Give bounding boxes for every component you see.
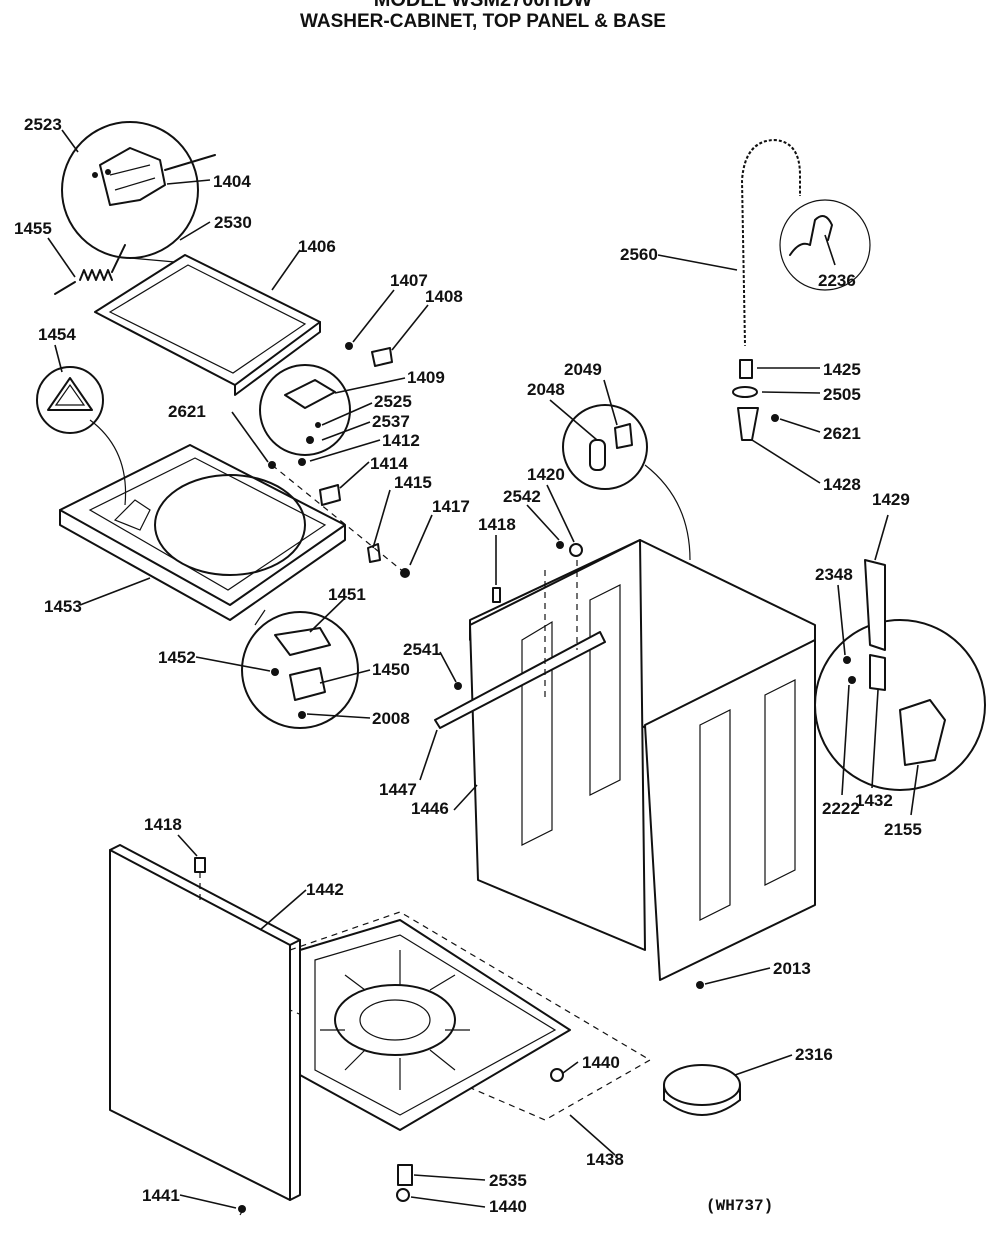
lid-switch-detail — [259, 364, 351, 466]
hose-fitting-1425 — [739, 359, 753, 379]
label-1432: 1432 — [855, 791, 893, 810]
label-2621a: 2621 — [168, 402, 206, 421]
label-2316: 2316 — [795, 1045, 833, 1064]
tub-ring — [663, 1064, 741, 1116]
label-1406: 1406 — [298, 237, 336, 256]
drain-connector-1428 — [737, 407, 759, 441]
label-1407: 1407 — [390, 271, 428, 290]
bracket-1408 — [371, 347, 393, 367]
cabinet-body — [434, 539, 816, 981]
screw-2621b — [771, 414, 779, 422]
label-1452: 1452 — [158, 648, 196, 667]
label-2155: 2155 — [884, 820, 922, 839]
label-2525: 2525 — [374, 392, 412, 411]
leader-lines — [47, 129, 919, 1209]
diagram-subtitle: WASHER-CABINET, TOP PANEL & BASE — [300, 11, 666, 32]
bracket-1414 — [319, 484, 341, 506]
part-labels: 2523 1404 2530 1455 1406 1407 1408 1454 … — [14, 115, 922, 1216]
label-1408: 1408 — [425, 287, 463, 306]
label-1442: 1442 — [306, 880, 344, 899]
label-1409: 1409 — [407, 368, 445, 387]
screw-2013 — [696, 981, 704, 989]
label-2049: 2049 — [564, 360, 602, 379]
screw-2541 — [454, 682, 462, 690]
screw-2542 — [556, 541, 564, 549]
label-1440a: 1440 — [582, 1053, 620, 1072]
label-2535: 2535 — [489, 1171, 527, 1190]
label-1417: 1417 — [432, 497, 470, 516]
label-1429: 1429 — [872, 490, 910, 509]
label-1454: 1454 — [38, 325, 76, 344]
switch-detail — [241, 609, 359, 729]
label-1455: 1455 — [14, 219, 52, 238]
label-1440b: 1440 — [489, 1197, 527, 1216]
label-1451: 1451 — [328, 585, 366, 604]
base-frame — [289, 911, 652, 1131]
diagram-title: MODEL WSM2700HDW — [374, 0, 593, 11]
screw-1441 — [238, 1205, 246, 1213]
washer-1440b — [396, 1188, 410, 1202]
top-panel — [59, 444, 346, 621]
label-1450: 1450 — [372, 660, 410, 679]
clamp-2505 — [732, 386, 758, 398]
reference-code: (WH737) — [706, 1197, 773, 1215]
label-1447: 1447 — [379, 780, 417, 799]
nut-1420 — [569, 543, 583, 557]
label-2048: 2048 — [527, 380, 565, 399]
label-2621b: 2621 — [823, 424, 861, 443]
washer-lid — [94, 254, 321, 396]
leveling-leg-2535 — [397, 1164, 413, 1186]
washer-1440a — [550, 1068, 564, 1082]
label-1428: 1428 — [823, 475, 861, 494]
label-1453: 1453 — [44, 597, 82, 616]
label-1415: 1415 — [394, 473, 432, 492]
label-1441: 1441 — [142, 1186, 180, 1205]
label-2541: 2541 — [403, 640, 441, 659]
label-2013: 2013 — [773, 959, 811, 978]
lid-stopper-detail — [36, 366, 127, 506]
label-2222: 2222 — [822, 799, 860, 818]
label-1425: 1425 — [823, 360, 861, 379]
label-2530: 2530 — [214, 213, 252, 232]
label-1418a: 1418 — [478, 515, 516, 534]
label-2505: 2505 — [823, 385, 861, 404]
label-2542: 2542 — [503, 487, 541, 506]
valve-detail — [562, 404, 691, 561]
plug-1418b — [194, 857, 206, 873]
screw-1407 — [345, 342, 353, 350]
label-1420: 1420 — [527, 465, 565, 484]
label-1404: 1404 — [213, 172, 251, 191]
label-1446: 1446 — [411, 799, 449, 818]
label-2348: 2348 — [815, 565, 853, 584]
clip-1415 — [367, 543, 381, 563]
lid-hinge-detail — [61, 121, 216, 263]
label-2560: 2560 — [620, 245, 658, 264]
label-2008: 2008 — [372, 709, 410, 728]
label-1418b: 1418 — [144, 815, 182, 834]
drain-hose — [737, 135, 871, 346]
label-2236: 2236 — [818, 271, 856, 290]
label-1414: 1414 — [370, 454, 408, 473]
label-2523: 2523 — [24, 115, 62, 134]
label-1438: 1438 — [586, 1150, 624, 1169]
front-panel — [109, 844, 301, 1201]
label-1412: 1412 — [382, 431, 420, 450]
plug-1418a — [492, 587, 501, 603]
label-2537: 2537 — [372, 412, 410, 431]
pump-detail — [814, 559, 986, 791]
